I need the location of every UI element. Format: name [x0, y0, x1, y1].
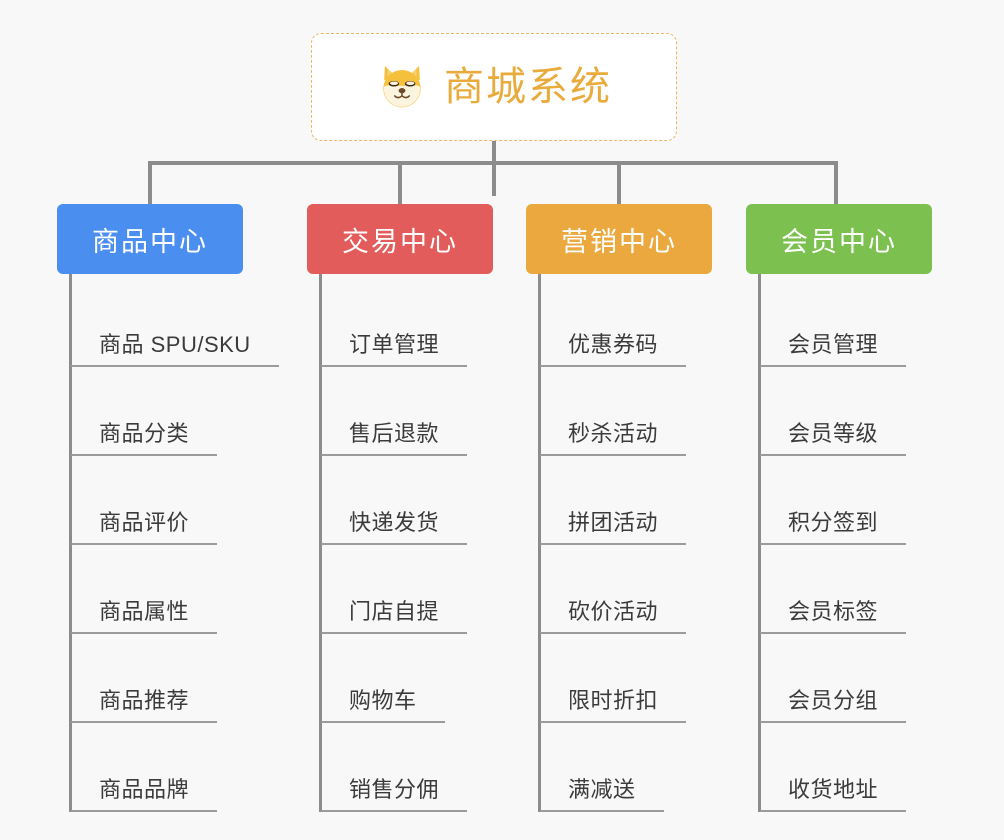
- branch-header-2[interactable]: 营销中心: [526, 204, 712, 274]
- list-item-label: 积分签到: [788, 510, 879, 535]
- connector-drop-2: [617, 161, 621, 204]
- branch-column-2: 营销中心 优惠券码 秒杀活动 拼团活动 砍价活动 限时折扣 满减送: [526, 204, 712, 812]
- list-item[interactable]: 商品分类: [71, 367, 279, 456]
- list-item-label: 拼团活动: [568, 510, 659, 535]
- list-item[interactable]: 秒杀活动: [540, 367, 712, 456]
- list-item[interactable]: 拼团活动: [540, 456, 712, 545]
- list-item[interactable]: 订单管理: [321, 278, 493, 367]
- list-item[interactable]: 会员分组: [760, 634, 932, 723]
- list-item-label: 门店自提: [349, 599, 440, 624]
- list-item-label: 收货地址: [788, 777, 879, 802]
- list-item[interactable]: 积分签到: [760, 456, 932, 545]
- branch-header-0[interactable]: 商品中心: [57, 204, 243, 274]
- connector-drop-1: [398, 161, 402, 204]
- shiba-dog-icon: [383, 65, 421, 108]
- list-item[interactable]: 砍价活动: [540, 545, 712, 634]
- list-item[interactable]: 收货地址: [760, 723, 932, 812]
- branch-column-3: 会员中心 会员管理 会员等级 积分签到 会员标签 会员分组 收货地址: [746, 204, 932, 812]
- list-item[interactable]: 商品属性: [71, 545, 279, 634]
- list-item-label: 快递发货: [349, 510, 440, 535]
- branch-column-0: 商品中心 商品 SPU/SKU 商品分类 商品评价 商品属性 商品推荐 商品品牌: [57, 204, 279, 812]
- root-node[interactable]: 商城系统: [311, 33, 677, 141]
- branch-items-2: 优惠券码 秒杀活动 拼团活动 砍价活动 限时折扣 满减送: [538, 274, 712, 812]
- list-item[interactable]: 快递发货: [321, 456, 493, 545]
- list-item-label: 购物车: [349, 688, 417, 713]
- list-item[interactable]: 售后退款: [321, 367, 493, 456]
- branch-header-label-3: 会员中心: [781, 226, 897, 257]
- list-item-label: 商品评价: [99, 510, 190, 535]
- list-item[interactable]: 会员标签: [760, 545, 932, 634]
- page-title: 商城系统: [444, 65, 612, 109]
- list-item-label: 销售分佣: [349, 777, 440, 802]
- list-item[interactable]: 商品品牌: [71, 723, 279, 812]
- list-item-label: 秒杀活动: [568, 421, 659, 446]
- branch-header-1[interactable]: 交易中心: [307, 204, 493, 274]
- list-item-label: 会员标签: [788, 599, 879, 624]
- list-item-label: 优惠券码: [568, 332, 659, 357]
- branch-header-label-2: 营销中心: [561, 226, 677, 257]
- list-item[interactable]: 会员等级: [760, 367, 932, 456]
- list-item-label: 会员管理: [788, 332, 879, 357]
- list-item[interactable]: 商品评价: [71, 456, 279, 545]
- list-item-label: 满减送: [568, 777, 636, 802]
- list-item[interactable]: 限时折扣: [540, 634, 712, 723]
- list-item[interactable]: 商品 SPU/SKU: [71, 278, 279, 367]
- branch-header-label-0: 商品中心: [92, 226, 208, 257]
- list-item-label: 商品 SPU/SKU: [99, 332, 251, 357]
- branch-items-0: 商品 SPU/SKU 商品分类 商品评价 商品属性 商品推荐 商品品牌: [69, 274, 279, 812]
- list-item[interactable]: 购物车: [321, 634, 493, 723]
- list-item-label: 商品推荐: [99, 688, 190, 713]
- connector-horizontal-bus: [148, 161, 838, 165]
- branch-items-1: 订单管理 售后退款 快递发货 门店自提 购物车 销售分佣: [319, 274, 493, 812]
- list-item-label: 会员分组: [788, 688, 879, 713]
- list-item-label: 订单管理: [349, 332, 440, 357]
- list-item[interactable]: 会员管理: [760, 278, 932, 367]
- branch-header-label-1: 交易中心: [342, 226, 458, 257]
- branch-column-1: 交易中心 订单管理 售后退款 快递发货 门店自提 购物车 销售分佣: [307, 204, 493, 812]
- list-item[interactable]: 门店自提: [321, 545, 493, 634]
- list-item[interactable]: 商品推荐: [71, 634, 279, 723]
- list-item-label: 限时折扣: [568, 688, 659, 713]
- branch-header-3[interactable]: 会员中心: [746, 204, 932, 274]
- list-item[interactable]: 满减送: [540, 723, 712, 812]
- list-item-label: 商品品牌: [99, 777, 190, 802]
- list-item[interactable]: 销售分佣: [321, 723, 493, 812]
- list-item-label: 售后退款: [349, 421, 440, 446]
- branch-items-3: 会员管理 会员等级 积分签到 会员标签 会员分组 收货地址: [758, 274, 932, 812]
- connector-drop-3: [834, 161, 838, 204]
- connector-root-stem: [492, 141, 496, 196]
- list-item-label: 砍价活动: [568, 599, 659, 624]
- list-item[interactable]: 优惠券码: [540, 278, 712, 367]
- connector-drop-0: [148, 161, 152, 204]
- list-item-label: 商品分类: [99, 421, 190, 446]
- list-item-label: 会员等级: [788, 421, 879, 446]
- list-item-label: 商品属性: [99, 599, 190, 624]
